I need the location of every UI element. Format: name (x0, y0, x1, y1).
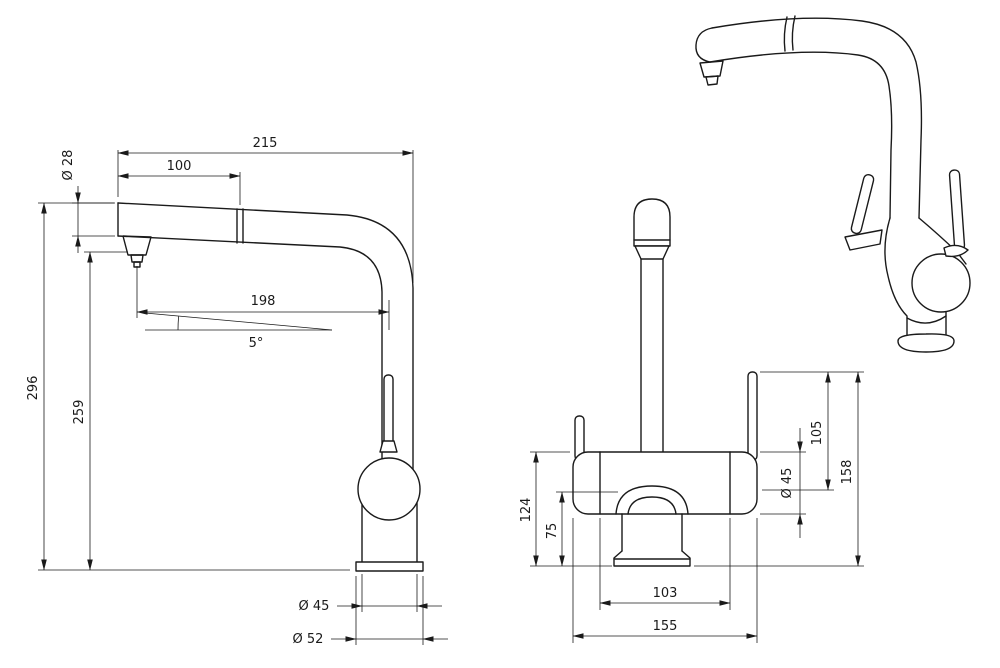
mixer-body-ball (357, 457, 421, 521)
dim-front-body-height: 124 (519, 498, 534, 523)
dim-side-spout-angle: 5° (249, 336, 264, 351)
dim-front-total-width: 155 (653, 619, 678, 634)
dim-front-inner-width: 103 (653, 586, 678, 601)
right-lever-boss (943, 244, 969, 258)
pullout-seam (791, 15, 796, 51)
spout-inner-edge (709, 51, 893, 219)
body-left-edge (884, 217, 908, 343)
angle-axis-line (144, 312, 333, 331)
side-view (117, 202, 424, 572)
dim-side-outlet-height: 259 (72, 400, 87, 425)
spray-head-collar (634, 245, 670, 260)
dim-front-body-diameter: Ø 45 (780, 468, 795, 499)
spray-head (699, 60, 724, 78)
dim-side-spout-diameter: Ø 28 (61, 150, 76, 181)
angle-arc (177, 316, 179, 331)
spout-outer-edge (711, 17, 923, 219)
dim-side-spray-head-length: 100 (167, 159, 192, 174)
left-lever-boss (844, 229, 883, 251)
handle-boss (379, 440, 398, 453)
dim-front-total-height: 158 (840, 460, 855, 485)
spout-end-cap (695, 27, 713, 63)
front-view-dimensions: 124 75 103 155 Ø 45 105 158 (519, 371, 864, 643)
spray-nozzle (130, 254, 144, 263)
spout-outer-edge (117, 202, 414, 471)
aerator-tip (705, 75, 719, 86)
dim-side-spout-reach: 198 (251, 294, 276, 309)
perspective-view (695, 15, 971, 353)
spray-head (122, 235, 152, 256)
right-lever-handle (747, 371, 758, 461)
aerator-tip (133, 261, 141, 268)
spray-head-cap (633, 198, 671, 247)
right-lever-rod (948, 169, 966, 251)
base-ring (355, 561, 424, 572)
left-lever-rod (850, 173, 875, 235)
front-view (572, 198, 758, 567)
body-collar (906, 315, 947, 324)
spout-inner-edge (117, 235, 383, 471)
dim-side-body-diameter: Ø 45 (299, 599, 330, 614)
outlet-arch-inner (627, 496, 677, 515)
pullout-seam (783, 16, 788, 52)
dim-side-total-width: 215 (253, 136, 278, 151)
base-ring (897, 333, 955, 353)
mixer-body-ball (911, 253, 971, 313)
dim-side-base-diameter: Ø 52 (293, 632, 324, 647)
side-view-dimensions: 215 100 Ø 28 198 5° 296 259 (26, 136, 448, 647)
mixer-body (572, 451, 758, 515)
dim-front-upper-height: 105 (810, 421, 825, 446)
right-lever-handle (948, 169, 966, 251)
dim-front-outlet-height: 75 (545, 523, 560, 540)
dim-side-total-height: 296 (26, 376, 41, 401)
outlet-arch-outer (615, 485, 689, 515)
left-lever-handle (850, 173, 875, 235)
base-flare (613, 550, 691, 567)
lever-handle (383, 374, 394, 451)
